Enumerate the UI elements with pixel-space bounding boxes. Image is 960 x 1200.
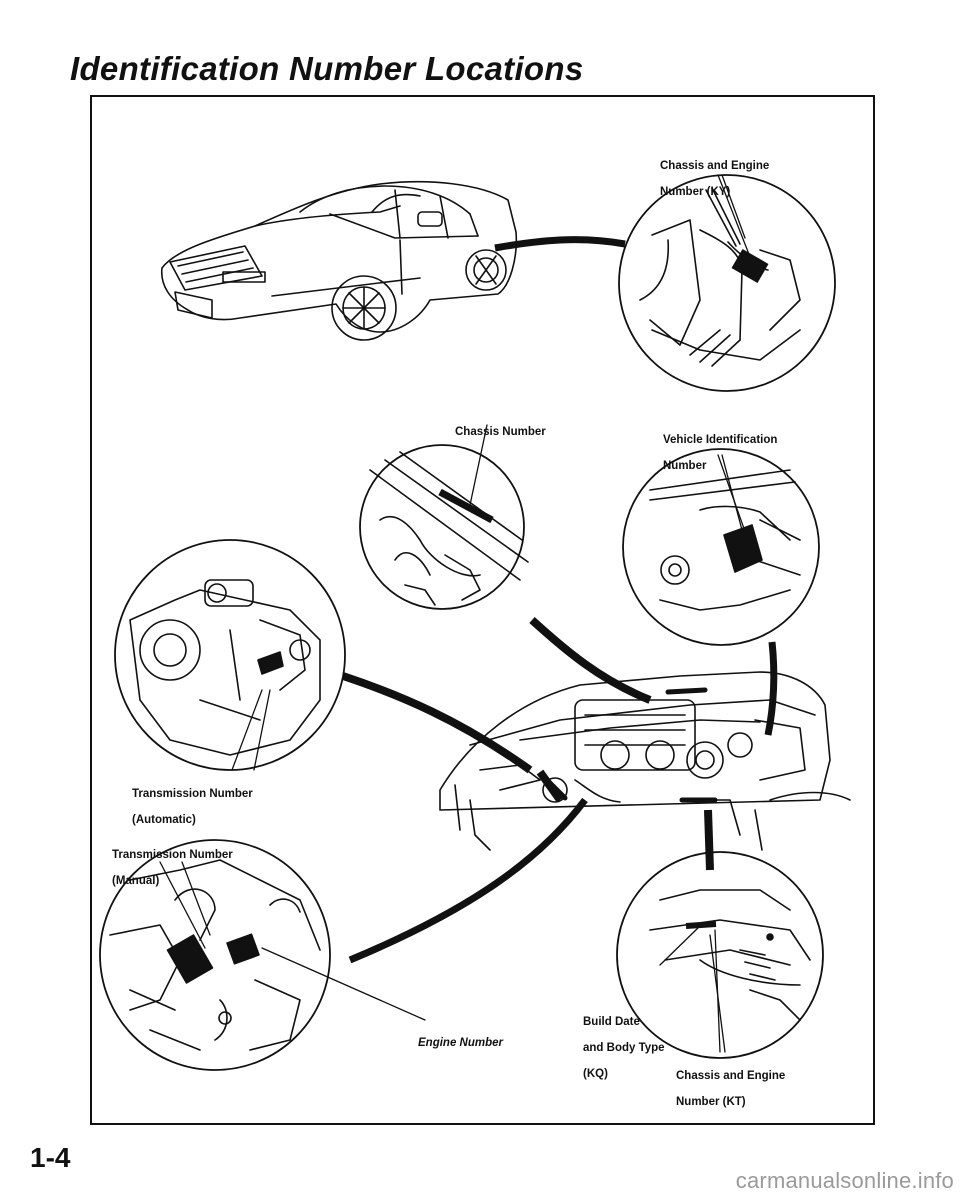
label-transmission-manual: Transmission Number (Manual)	[112, 849, 233, 887]
diagram-frame	[90, 95, 875, 1125]
car-illustration	[161, 180, 518, 341]
page-number: 1-4	[30, 1142, 71, 1173]
label-chassis-number: Chassis Number	[455, 426, 546, 438]
label-chassis-engine-ky: Chassis and Engine Number (KY)	[660, 160, 770, 198]
watermark-text: carmanualsonline.info	[735, 1168, 954, 1193]
leader-lines	[159, 174, 753, 1053]
door-jamb-detail	[618, 174, 836, 392]
page-title: Identification Number Locations	[70, 50, 584, 87]
vin-detail	[622, 448, 820, 646]
manual-transmission-detail	[99, 839, 331, 1071]
label-chassis-engine-kt: Chassis and Engine Number (KT)	[676, 1070, 786, 1108]
engine-bay-illustration	[439, 671, 851, 851]
label-build-date-body-type: Build Date and Body Type (KQ)	[583, 1016, 665, 1080]
chassis-number-detail	[359, 444, 529, 610]
rear-pillar-detail	[616, 851, 824, 1059]
automatic-transmission-detail	[114, 539, 346, 771]
label-engine-number: Engine Number	[418, 1037, 503, 1049]
label-transmission-automatic: Transmission Number (Automatic)	[132, 788, 253, 826]
label-vehicle-identification-number: Vehicle Identification Number	[663, 434, 778, 472]
